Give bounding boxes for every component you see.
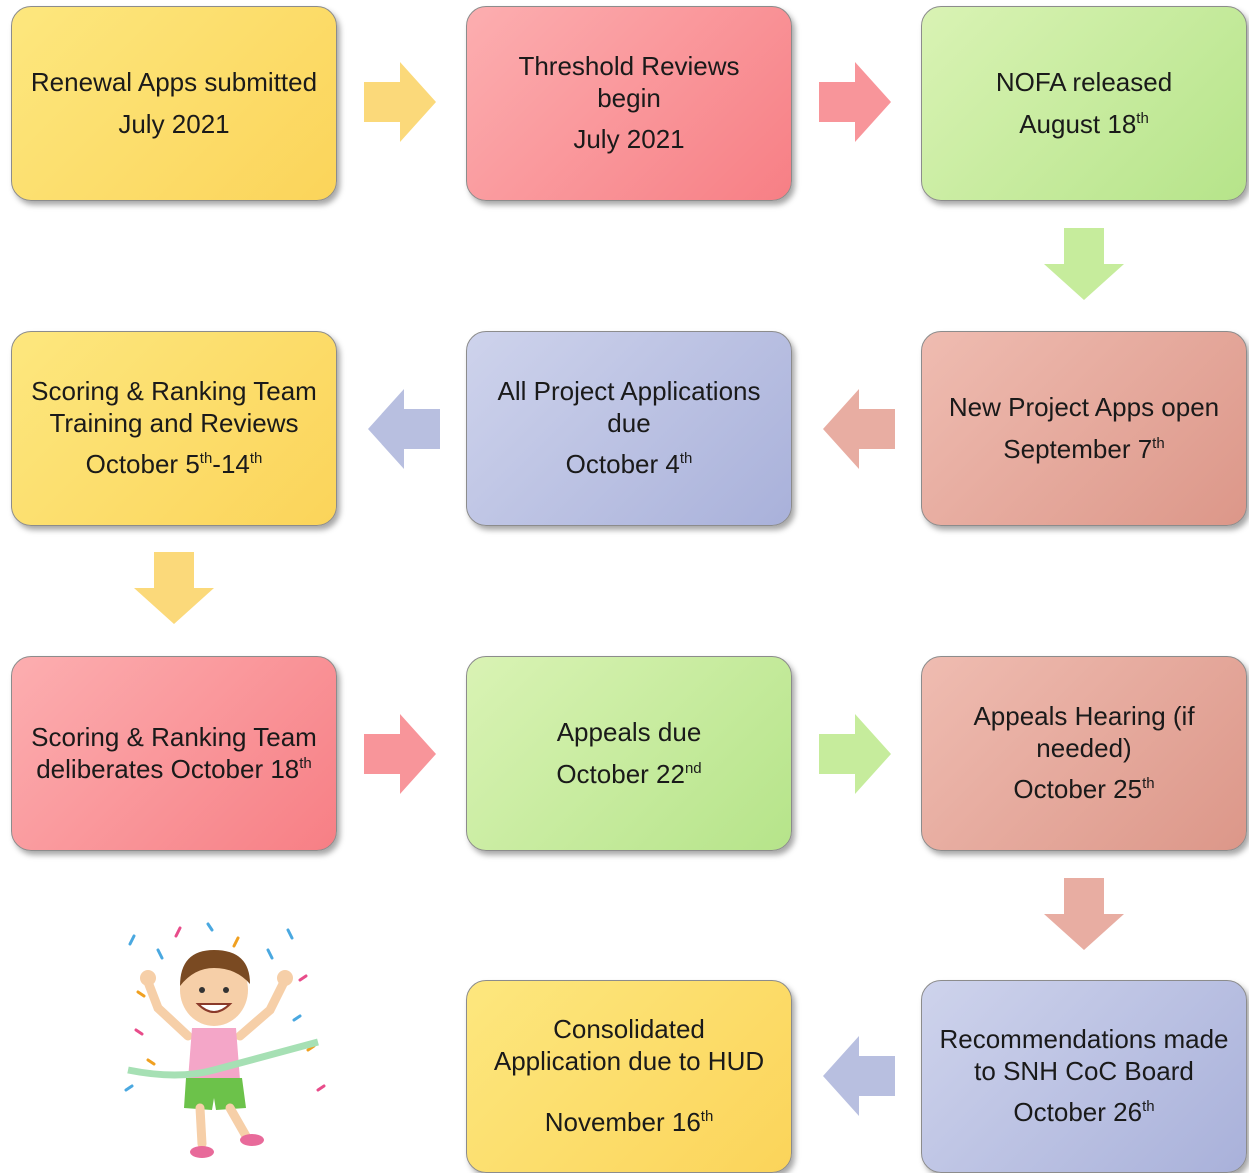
hair [180,950,250,986]
finish-ribbon [127,1038,319,1079]
arrow-shape [819,714,891,794]
arrow-left-icon [823,389,895,469]
step-date: July 2021 [118,108,230,139]
step-threshold-reviews: Threshold Reviews begin July 2021 [466,6,792,201]
arrow-shape [364,62,436,142]
arrow-shape [368,389,440,469]
step-title: Renewal Apps submitted [30,66,318,97]
arrow-left-icon [823,1036,895,1116]
step-date: August 18th [1019,108,1149,139]
step-appeals-due: Appeals due October 22nd [466,656,792,851]
step-title: Scoring & Ranking Team [31,375,317,406]
step-title: New Project Apps open [948,391,1220,422]
step-date: September 7th [1003,433,1165,464]
arrow-down-icon [1044,228,1124,300]
step-title-line2: begin [597,82,661,113]
step-title-line2: deliberates October 18th [36,753,312,784]
step-date: October 4th [565,449,693,480]
step-title: NOFA released [995,66,1173,97]
arrow-shape [823,389,895,469]
arrow-shape [364,714,436,794]
arrow-down-icon [1044,878,1124,950]
step-title: All Project Applications [497,375,761,406]
right-arm [235,977,289,1041]
step-title-line2: to SNH CoC Board [974,1055,1194,1086]
arrow-right-icon [364,62,436,142]
step-scoring-training: Scoring & Ranking Team Training and Revi… [11,331,337,526]
step-title: Appeals due [556,716,702,747]
step-date: October 5th-14th [85,449,263,480]
step-title: Consolidated [553,1013,705,1044]
step-scoring-deliberates: Scoring & Ranking Team deliberates Octob… [11,656,337,851]
step-title: Recommendations made [939,1023,1229,1054]
arrow-shape [819,62,891,142]
arrow-shape [1044,228,1124,300]
step-new-project-apps: New Project Apps open September 7th [921,331,1247,526]
step-recommendations: Recommendations made to SNH CoC Board Oc… [921,980,1247,1173]
shorts [184,1078,246,1110]
step-title-line2: Application due to HUD [493,1045,765,1076]
step-renewal-apps: Renewal Apps submitted July 2021 [11,6,337,201]
step-title: Threshold Reviews [518,50,740,81]
step-title-line2: due [607,407,651,438]
step-all-project-applications: All Project Applications due October 4th [466,331,792,526]
arrow-left-icon [368,389,440,469]
step-title-line2: needed) [1036,732,1132,763]
step-appeals-hearing: Appeals Hearing (if needed) October 25th [921,656,1247,851]
arrow-shape [1044,878,1124,950]
step-date: October 22nd [556,758,702,789]
step-date: October 26th [1013,1097,1155,1128]
step-date: July 2021 [573,124,685,155]
arrow-shape [823,1036,895,1116]
celebrating-kid-illustration [124,922,326,1158]
arrow-down-icon [134,552,214,624]
step-date: October 25th [1013,774,1155,805]
left-arm [143,977,193,1041]
step-title: Appeals Hearing (if [973,700,1195,731]
arrow-right-icon [819,62,891,142]
step-date: November 16th [544,1107,714,1138]
step-title-line2: Training and Reviews [49,407,299,438]
step-consolidated-application: Consolidated Application due to HUD Nove… [466,980,792,1173]
arrow-shape [134,552,214,624]
arrow-right-icon [364,714,436,794]
arrow-right-icon [819,714,891,794]
step-title: Scoring & Ranking Team [31,721,317,752]
step-nofa-released: NOFA released August 18th [921,6,1247,201]
